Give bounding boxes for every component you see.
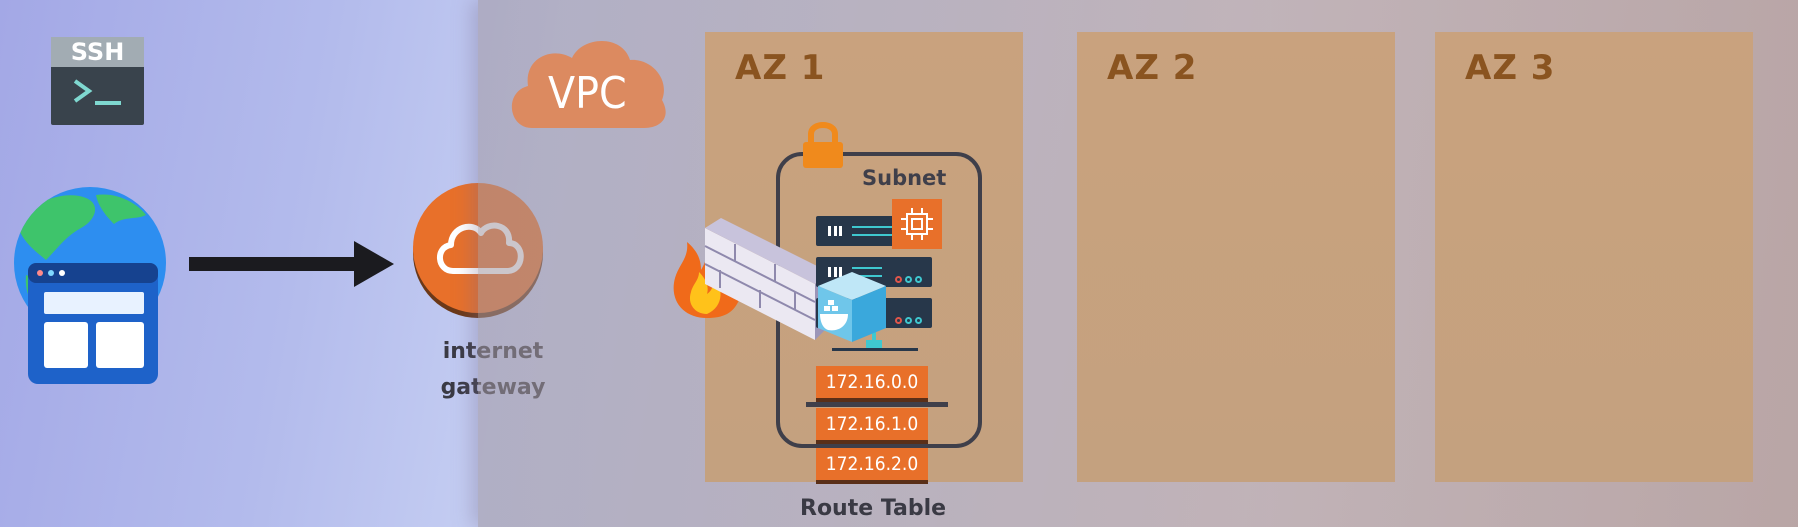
az-label: AZ 3 — [1465, 48, 1556, 88]
globe-browser-icon — [14, 187, 166, 384]
az-label: AZ 2 — [1107, 48, 1198, 88]
docker-icon — [818, 272, 886, 342]
route-entry: 172.16.2.0 — [816, 448, 928, 484]
terminal-prompt-icon — [73, 79, 121, 105]
route-entry: 172.16.0.0 — [816, 366, 928, 402]
az-label: AZ 1 — [735, 48, 826, 88]
vpc-label: VPC — [548, 68, 627, 119]
ssh-label: SSH — [51, 37, 144, 67]
availability-zone-2: AZ 2 — [1077, 32, 1395, 482]
chip-icon — [892, 199, 942, 249]
processor-icon — [901, 208, 933, 240]
lock-icon — [803, 122, 843, 168]
route-table-label: Route Table — [800, 496, 947, 521]
route-divider — [806, 402, 948, 407]
availability-zone-3: AZ 3 — [1435, 32, 1753, 482]
ssh-terminal-icon: SSH — [51, 37, 144, 125]
vpc-cloud-icon — [511, 41, 666, 128]
subnet-label: Subnet — [862, 166, 947, 190]
right-arrow-icon — [189, 241, 394, 287]
route-entry: 172.16.1.0 — [816, 408, 928, 444]
firewall-icon — [673, 218, 825, 340]
